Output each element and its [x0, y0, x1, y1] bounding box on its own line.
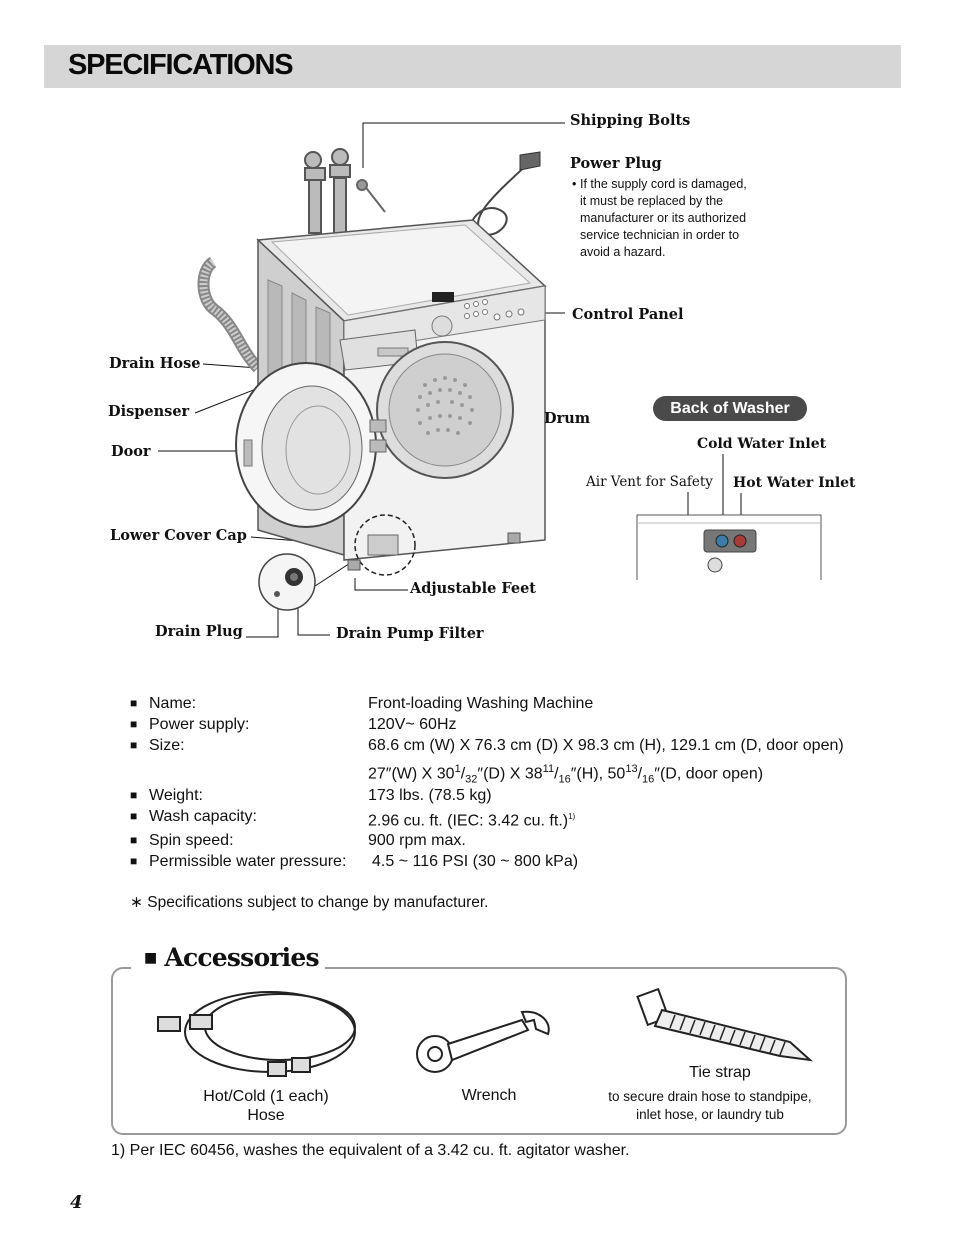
tie-strap-description: to secure drain hose to standpipe, inlet… — [590, 1088, 830, 1124]
label-door: Door — [111, 443, 151, 460]
label-drum: Drum — [544, 410, 591, 427]
spec-value: 68.6 cm (W) X 76.3 cm (D) X 98.3 cm (H),… — [368, 737, 844, 754]
tie-strap-caption: Tie strap — [689, 1064, 751, 1081]
spec-value: 2.96 cu. ft. (IEC: 3.42 cu. ft.)1) — [368, 806, 575, 831]
spec-value: 4.5 ~ 116 PSI (30 ~ 800 kPa) — [372, 853, 579, 870]
bullet-square-icon: ■ — [130, 717, 138, 731]
size-sub: 16 — [642, 773, 655, 786]
bullet-square-icon: ■ — [130, 788, 138, 802]
label-lower-cover-cap: Lower Cover Cap — [110, 527, 247, 544]
hose-caption-line: Hose — [247, 1107, 285, 1124]
power-plug-note: •If the supply cord is damaged, it must … — [572, 177, 747, 259]
spec-key: Wash capacity: — [149, 808, 257, 825]
accessories-title: ■ Accessories — [144, 943, 325, 972]
power-plug-note-line: If the supply cord is damaged, — [580, 177, 747, 191]
wrench-caption: Wrench — [461, 1087, 517, 1104]
label-control-panel: Control Panel — [572, 306, 684, 323]
spec-key: Spin speed: — [149, 832, 234, 849]
label-drain-plug: Drain Plug — [155, 623, 243, 640]
power-plug-note-line: it must be replaced by the — [580, 194, 724, 208]
label-drain-pump-filter: Drain Pump Filter — [336, 625, 484, 642]
tie-strap-desc-line: inlet hose, or laundry tub — [636, 1107, 784, 1122]
spec-key: Size: — [149, 737, 185, 754]
bullet-square-icon: ■ — [130, 833, 138, 847]
disclaimer: ∗ Specifications subject to change by ma… — [130, 894, 489, 911]
size-sub: 16 — [558, 773, 571, 786]
page-title: SPECIFICATIONS — [68, 49, 294, 81]
size-sup: 1 — [454, 763, 461, 775]
tie-strap-desc-line: to secure drain hose to standpipe, — [608, 1089, 812, 1104]
spec-key: Name: — [149, 695, 197, 712]
label-air-vent: Air Vent for Safety — [586, 474, 713, 490]
spec-key: Weight: — [149, 787, 203, 804]
bullet-square-icon: ■ — [130, 854, 138, 868]
size-part: ″(H), 50 — [570, 765, 626, 783]
hose-icon — [157, 991, 356, 1077]
footnote: 1) Per IEC 60456, washes the equivalent … — [111, 1142, 630, 1159]
spec-key: Permissible water pressure: — [149, 853, 347, 870]
size-part: 27″(W) X 30 — [368, 765, 455, 783]
size-sub: 32 — [465, 773, 478, 786]
spec-key: Power supply: — [149, 716, 250, 733]
label-shipping-bolts: Shipping Bolts — [570, 112, 691, 129]
label-adjustable-feet: Adjustable Feet — [410, 580, 537, 597]
power-plug-note-line: service technician in order to — [580, 228, 740, 242]
bullet-square-icon: ■ — [130, 809, 138, 823]
accessories-box — [111, 967, 847, 1135]
hose-caption: Hot/Cold (1 each) Hose — [190, 1087, 342, 1125]
label-dispenser: Dispenser — [108, 403, 190, 420]
wrench-icon — [416, 1010, 550, 1073]
spec-value: Front-loading Washing Machine — [368, 695, 594, 712]
power-plug-note-line: manufacturer or its authorized — [580, 211, 747, 225]
hose-caption-line: Hot/Cold (1 each) — [203, 1088, 329, 1105]
back-of-washer-badge: Back of Washer — [653, 396, 807, 421]
label-cold-water-inlet: Cold Water Inlet — [697, 436, 827, 452]
label-hot-water-inlet: Hot Water Inlet — [733, 475, 856, 491]
bullet-square-icon: ■ — [130, 738, 138, 752]
label-drain-hose: Drain Hose — [109, 355, 201, 372]
power-plug-note-line: avoid a hazard. — [580, 245, 666, 259]
size-sup: 11 — [542, 763, 555, 775]
spec-value: 900 rpm max. — [368, 832, 466, 849]
spec-value-imperial: 27″(W) X 301/32″(D) X 3811/16″(H), 5013/… — [368, 763, 764, 786]
bullet-square-icon: ■ — [130, 696, 138, 710]
spec-value: 120V~ 60Hz — [368, 716, 457, 733]
page-number: 4 — [70, 1192, 83, 1213]
washer-diagram — [158, 122, 822, 638]
accessories-title-text: Accessories — [164, 943, 319, 972]
size-part: ″(D) X 38 — [477, 765, 543, 783]
footnote-ref: 1) — [568, 812, 576, 821]
label-power-plug: Power Plug — [570, 155, 662, 172]
spec-value-text: 2.96 cu. ft. (IEC: 3.42 cu. ft.) — [368, 812, 569, 830]
spec-value: 173 lbs. (78.5 kg) — [368, 787, 492, 804]
accessories-illustration — [157, 987, 814, 1077]
size-part: ″(D, door open) — [654, 765, 764, 783]
size-sup: 13 — [625, 763, 638, 775]
section-header: SPECIFICATIONS — [44, 45, 901, 88]
tie-strap-icon — [636, 987, 814, 1062]
